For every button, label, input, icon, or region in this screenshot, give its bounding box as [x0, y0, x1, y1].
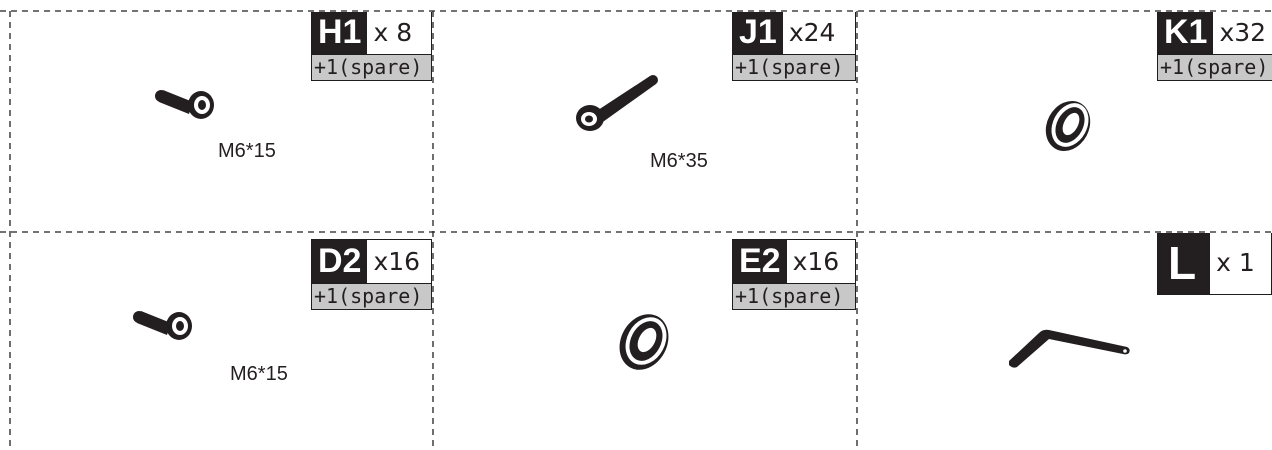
spare-note: +1(spare) — [732, 55, 856, 81]
part-size-label: M6*35 — [650, 150, 708, 172]
part-cell-k1: K1 x32 +1(spare) — [858, 12, 1272, 232]
part-code: J1 — [733, 12, 783, 54]
washer-icon — [1045, 101, 1091, 151]
part-size-label: M6*15 — [230, 363, 288, 385]
part-badge: K1 x32 +1(spare) — [1157, 12, 1272, 81]
spare-note: +1(spare) — [311, 55, 432, 81]
part-quantity: x16 — [786, 240, 855, 283]
part-code: K1 — [1158, 12, 1214, 54]
part-cell-e2: E2 x16 +1(spare) — [434, 233, 857, 450]
part-quantity: x32 — [1213, 12, 1272, 54]
part-cell-h1: H1 x 8 +1(spare) M6*15 — [11, 12, 433, 232]
part-code: E2 — [733, 240, 787, 283]
part-size-label: M6*15 — [218, 140, 276, 162]
washer-icon — [619, 314, 669, 370]
part-cell-j1: J1 x24 +1(spare) M6*35 — [434, 12, 857, 232]
part-quantity: x16 — [367, 240, 431, 283]
part-quantity: x 8 — [367, 12, 431, 54]
part-badge: D2 x16 +1(spare) — [311, 239, 432, 310]
part-badge: E2 x16 +1(spare) — [732, 239, 856, 310]
part-cell-d2: D2 x16 +1(spare) M6*15 — [11, 233, 433, 450]
allen-key-icon — [1009, 329, 1130, 368]
part-cell-l: L x 1 — [858, 233, 1272, 450]
spare-note: +1(spare) — [311, 284, 432, 310]
bolt-long-icon — [576, 75, 658, 131]
spare-note: +1(spare) — [732, 284, 856, 310]
part-badge: J1 x24 +1(spare) — [732, 12, 856, 81]
spare-note: +1(spare) — [1157, 55, 1272, 81]
part-code: L — [1158, 233, 1211, 294]
part-badge: H1 x 8 +1(spare) — [311, 12, 432, 81]
part-badge: L x 1 — [1157, 233, 1272, 295]
part-code: H1 — [312, 12, 368, 54]
part-code: D2 — [312, 240, 368, 283]
bolt-short-icon — [155, 90, 214, 119]
bolt-short-icon — [133, 311, 192, 340]
part-quantity: x 1 — [1210, 233, 1271, 294]
part-quantity: x24 — [782, 12, 855, 54]
